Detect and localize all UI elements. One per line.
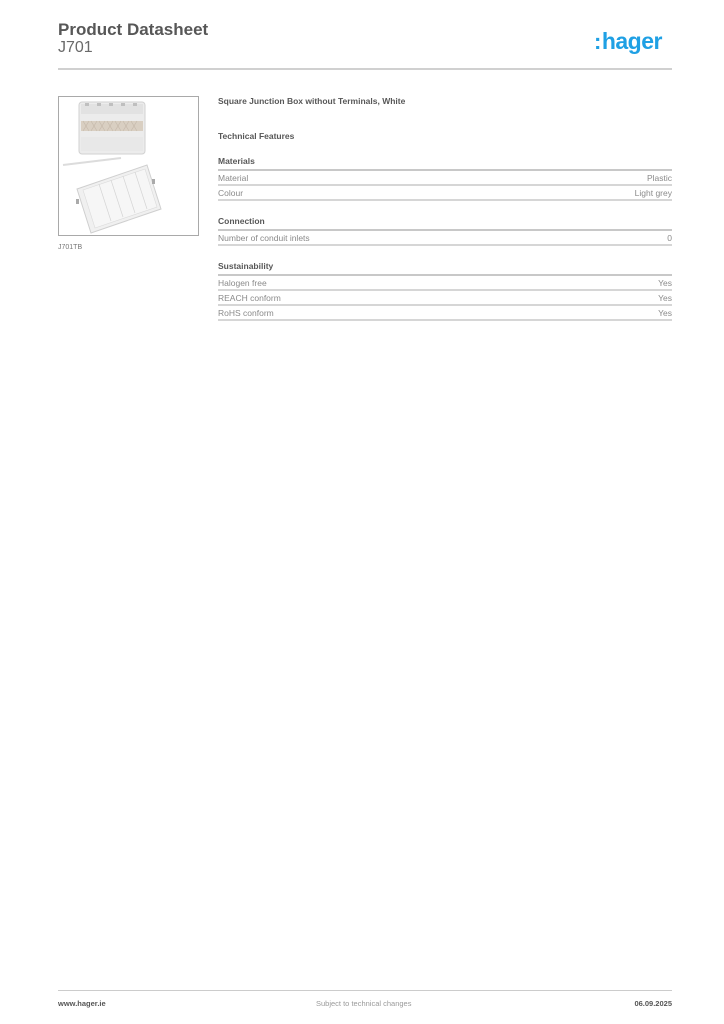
- table-row: Material Plastic: [218, 171, 672, 186]
- row-label: Colour: [218, 188, 244, 198]
- table-row: Number of conduit inlets 0: [218, 231, 672, 246]
- product-code: J701: [58, 39, 93, 56]
- row-label: Material: [218, 173, 249, 183]
- footer-date: 06.09.2025: [634, 999, 672, 1008]
- section-title: Technical Features: [218, 131, 295, 141]
- group-title: Sustainability: [218, 261, 672, 276]
- group-sustainability: Sustainability Halogen free Yes REACH co…: [218, 261, 672, 321]
- footer-divider: [58, 990, 672, 991]
- table-row: REACH conform Yes: [218, 291, 672, 306]
- row-label: REACH conform: [218, 293, 281, 303]
- product-image: [58, 96, 199, 236]
- row-label: RoHS conform: [218, 308, 274, 318]
- footer-website-link[interactable]: www.hager.ie: [58, 999, 106, 1008]
- footer-notice: Subject to technical changes: [316, 999, 412, 1008]
- table-row: Colour Light grey: [218, 186, 672, 201]
- row-label: Number of conduit inlets: [218, 233, 310, 243]
- junction-box-illustration-icon: [62, 101, 162, 234]
- row-value: Yes: [658, 308, 672, 318]
- product-name: Square Junction Box without Terminals, W…: [218, 96, 406, 106]
- group-materials: Materials Material Plastic Colour Light …: [218, 156, 672, 201]
- logo-text: hager: [601, 28, 663, 54]
- table-row: Halogen free Yes: [218, 276, 672, 291]
- row-value: Plastic: [646, 173, 672, 183]
- logo-colon-icon: :: [594, 29, 601, 54]
- group-connection: Connection Number of conduit inlets 0: [218, 216, 672, 246]
- page-title: Product Datasheet: [58, 20, 209, 39]
- table-row: RoHS conform Yes: [218, 306, 672, 321]
- header-divider: [58, 68, 672, 70]
- hager-logo: :hager: [594, 28, 662, 55]
- row-value: Yes: [658, 278, 672, 288]
- group-title: Materials: [218, 156, 672, 171]
- row-value: 0: [667, 233, 672, 243]
- row-value: Light grey: [634, 188, 672, 198]
- technical-features: Square Junction Box without Terminals, W…: [218, 96, 672, 321]
- row-value: Yes: [658, 293, 672, 303]
- image-caption: J701TB: [58, 244, 83, 251]
- group-title: Connection: [218, 216, 672, 231]
- row-label: Halogen free: [218, 278, 267, 288]
